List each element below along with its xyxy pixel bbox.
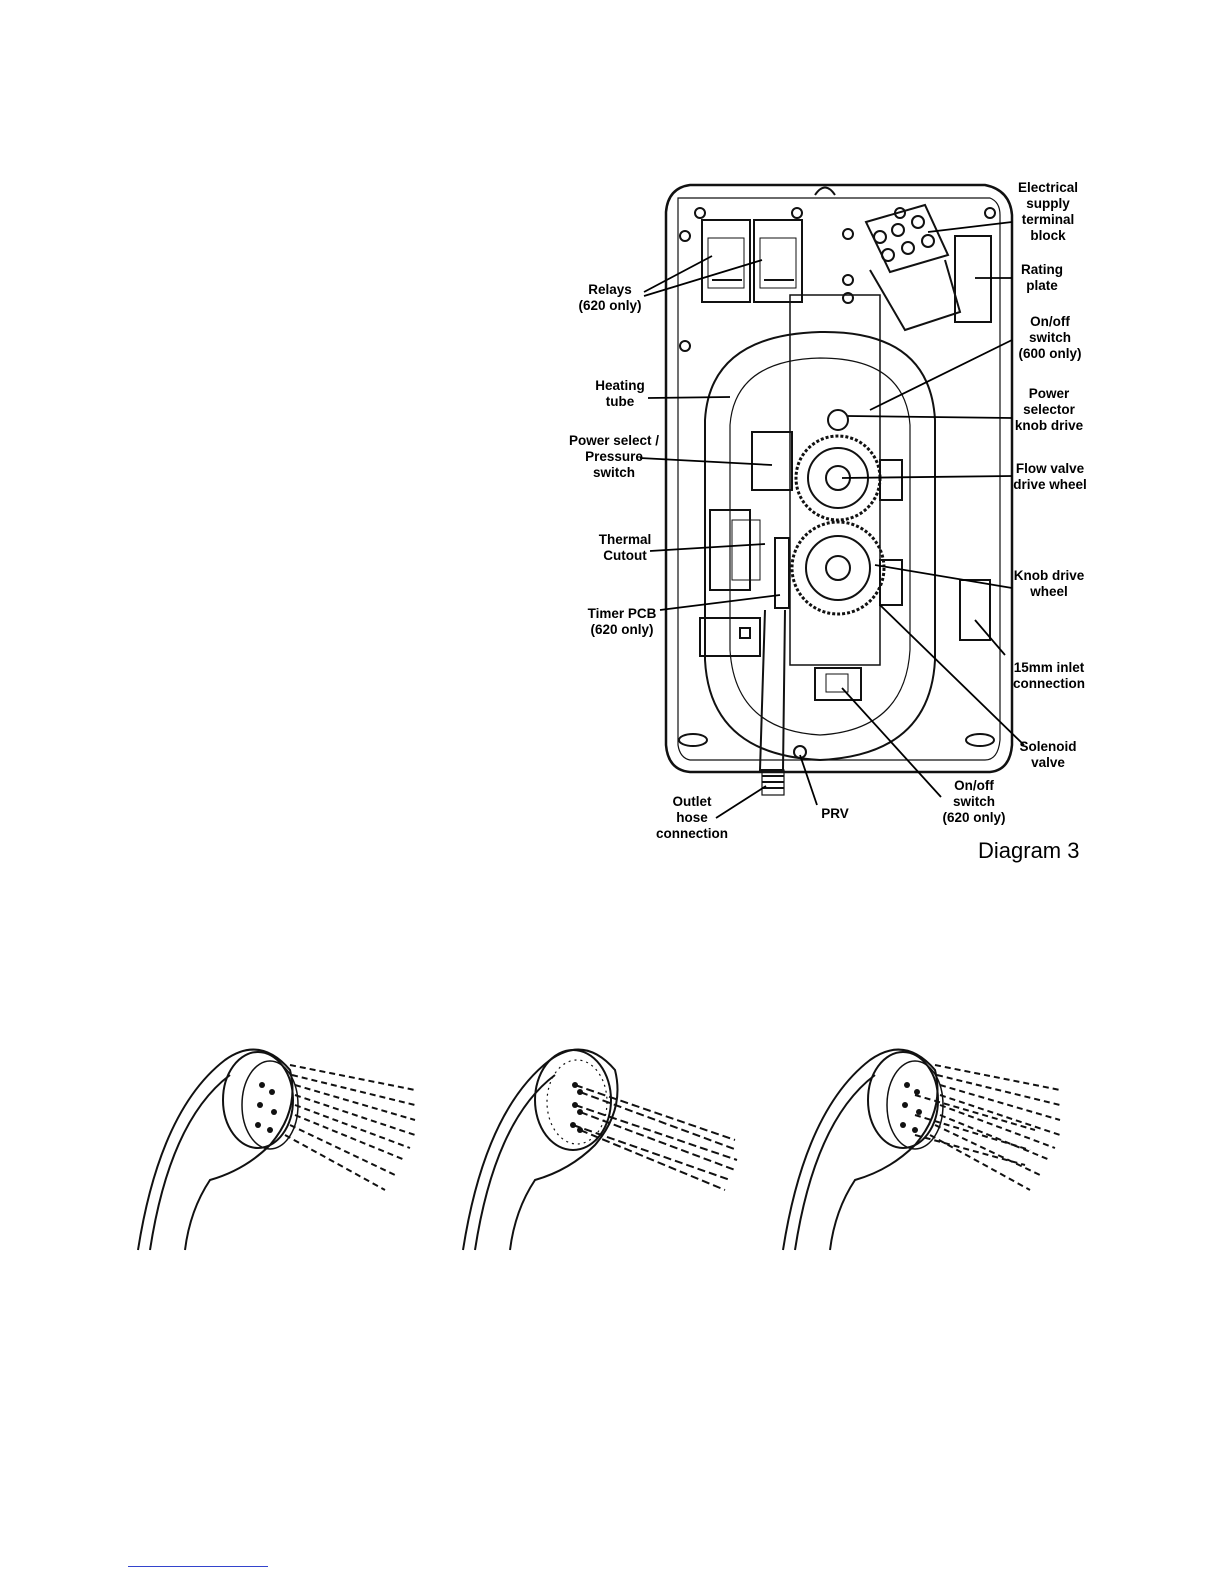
shower-head-massage-spray bbox=[782, 1048, 1061, 1251]
label-outlet-hose-connection: Outlet hose connection bbox=[655, 794, 728, 841]
label-timer-pcb: Timer PCB (620 only) bbox=[587, 606, 657, 637]
shower-head-jet-spray bbox=[462, 1048, 738, 1251]
label-knob-drive-wheel: Knob drive wheel bbox=[1013, 568, 1085, 599]
label-heating-tube: Heating tube bbox=[595, 378, 645, 409]
shower-head-wide-spray bbox=[137, 1048, 416, 1251]
label-rating-plate: Rating plate bbox=[1021, 262, 1063, 293]
footer-link-underline bbox=[128, 1566, 268, 1567]
label-thermal-cutout: Thermal Cutout bbox=[598, 532, 652, 563]
label-power-selector-knob-drive: Power selector knob drive bbox=[1014, 386, 1084, 433]
label-on-off-switch-600: On/off switch (600 only) bbox=[1018, 314, 1082, 361]
label-prv: PRV bbox=[821, 806, 849, 821]
diagram-caption: Diagram 3 bbox=[978, 838, 1080, 863]
label-flow-valve-drive-wheel: Flow valve drive wheel bbox=[1013, 461, 1087, 492]
label-on-off-switch-620: On/off switch (620 only) bbox=[942, 778, 1006, 825]
label-relays: Relays (620 only) bbox=[578, 282, 642, 313]
label-power-select-pressure-switch: Power select / Pressure switch bbox=[568, 433, 660, 480]
label-15mm-inlet-connection: 15mm inlet connection bbox=[1012, 660, 1085, 691]
label-solenoid-valve: Solenoid valve bbox=[1019, 739, 1077, 770]
label-electrical-supply-terminal-block: Electrical supply terminal block bbox=[1017, 180, 1079, 243]
